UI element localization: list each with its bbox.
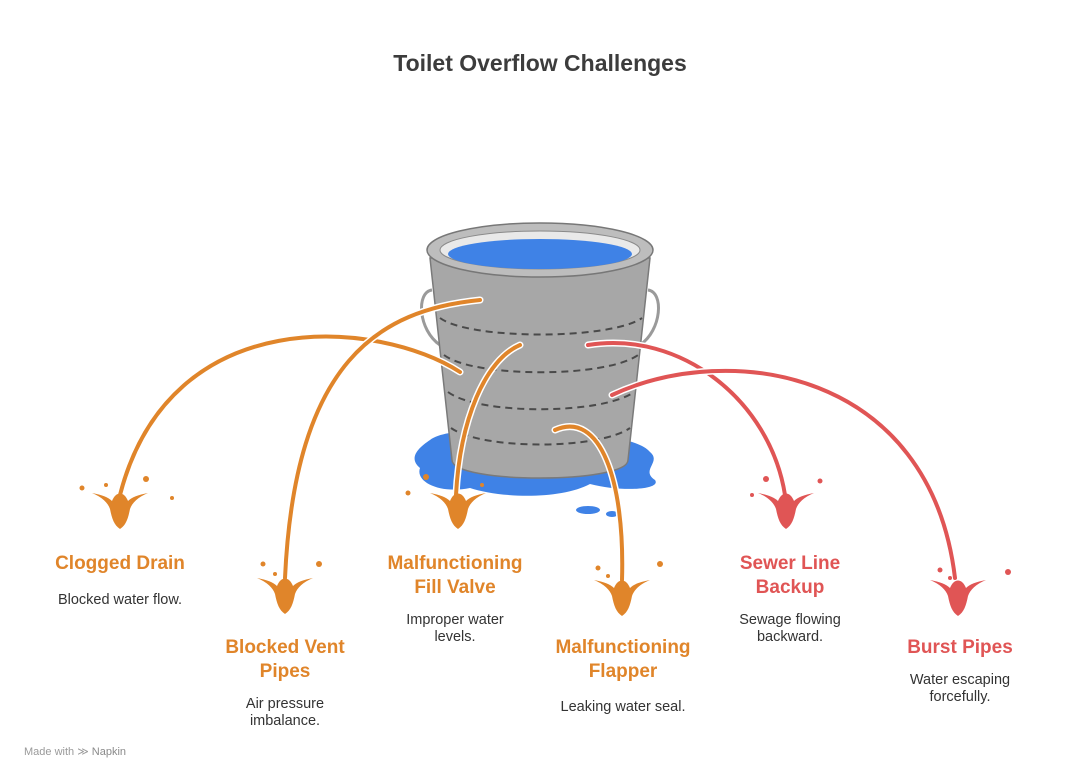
splash-burst-pipes xyxy=(930,567,1011,616)
watermark-prefix: Made with xyxy=(24,746,75,758)
diagram-title: Toilet Overflow Challenges xyxy=(393,50,687,76)
cause-desc-flapper: Leaking water seal. xyxy=(560,699,686,715)
cause-desc-burst-pipes: Water escaping forcefully. xyxy=(909,672,1011,705)
splash-fill-valve xyxy=(405,474,486,529)
splash-sewer-line-backup xyxy=(750,476,823,529)
cause-label-clogged-drain: Clogged Drain xyxy=(55,553,185,574)
cause-label-burst-pipes: Burst Pipes xyxy=(907,637,1013,658)
napkin-watermark[interactable]: Made with ≫ Napkin xyxy=(24,745,126,758)
cause-desc-fill-valve: Improper water levels. xyxy=(406,612,504,645)
splash-blocked-vent-pipes xyxy=(257,561,322,614)
water-surface xyxy=(448,239,632,269)
cause-label-blocked-vent-pipes: Blocked Vent Pipes xyxy=(225,637,345,682)
napkin-logo-icon: ≫ xyxy=(77,746,89,758)
splash-clogged-drain xyxy=(79,476,174,529)
cause-label-fill-valve: Malfunctioning Fill Valve xyxy=(387,553,523,598)
watermark-brand: Napkin xyxy=(91,746,127,758)
cause-desc-clogged-drain: Blocked water flow. xyxy=(57,592,183,608)
cause-label-flapper: Malfunctioning Flapper xyxy=(555,637,691,682)
cause-label-sewer-line-backup: Sewer Line Backup xyxy=(739,553,841,598)
cause-desc-sewer-line-backup: Sewage flowing backward. xyxy=(739,612,841,645)
splash-flapper xyxy=(594,561,663,616)
cause-desc-blocked-vent-pipes: Air pressure imbalance. xyxy=(245,696,325,729)
